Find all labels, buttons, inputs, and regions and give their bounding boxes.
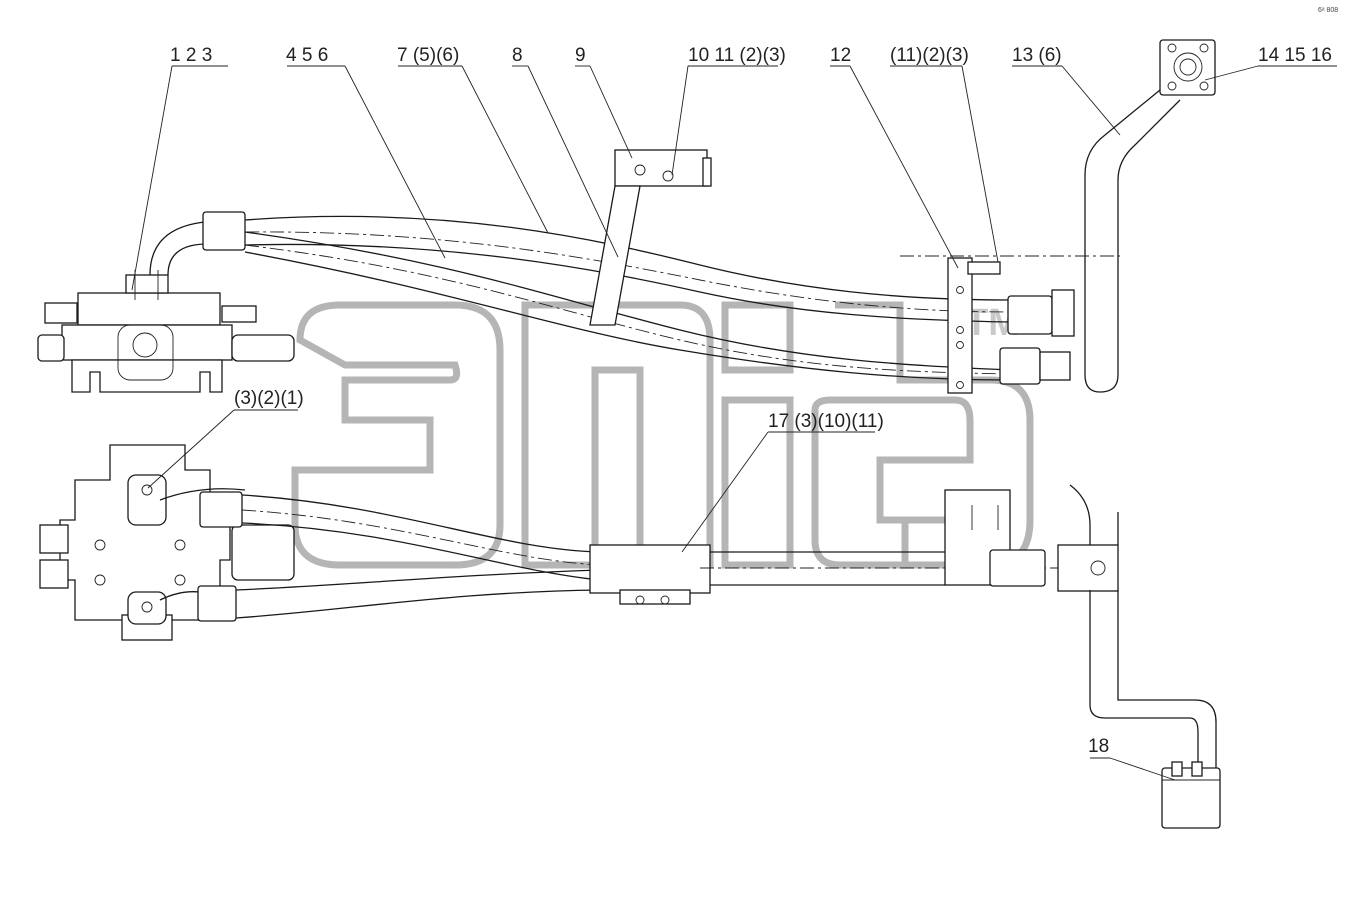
- lower-control-valve: [39, 444, 295, 641]
- callout-11-2-3: (11)(2)(3): [890, 45, 969, 66]
- callout-3-2-1: (3)(2)(1): [234, 388, 304, 409]
- corner-note: 6ᵃ 808: [1318, 7, 1338, 14]
- callout-18: 18: [1088, 736, 1109, 757]
- callout-12: 12: [830, 45, 851, 66]
- callout-10-11: 10 11 (2)(3): [688, 45, 786, 66]
- upper-control-valve: [37, 270, 295, 393]
- watermark-logo: TM: [291, 301, 1034, 569]
- callout-14-15-16: 14 15 16: [1258, 45, 1332, 66]
- leader-lines: [131, 65, 1337, 781]
- callout-13: 13 (6): [1012, 45, 1062, 66]
- pipe-18: [1069, 484, 1221, 829]
- callout-9: 9: [575, 45, 586, 66]
- callout-1-2-3: 1 2 3: [170, 45, 212, 66]
- lower-hose-bundle: [159, 488, 601, 622]
- upper-right-fittings: [947, 257, 1075, 394]
- lower-pipe-run: [589, 489, 1119, 605]
- callout-17: 17 (3)(10)(11): [768, 411, 884, 432]
- pipe-13: [1084, 39, 1216, 393]
- callout-4-5-6: 4 5 6: [286, 45, 328, 66]
- bracket-9: [589, 149, 712, 326]
- callout-7: 7 (5)(6): [397, 45, 459, 66]
- upper-hose-bundle: [149, 211, 1120, 381]
- callout-8: 8: [512, 45, 523, 66]
